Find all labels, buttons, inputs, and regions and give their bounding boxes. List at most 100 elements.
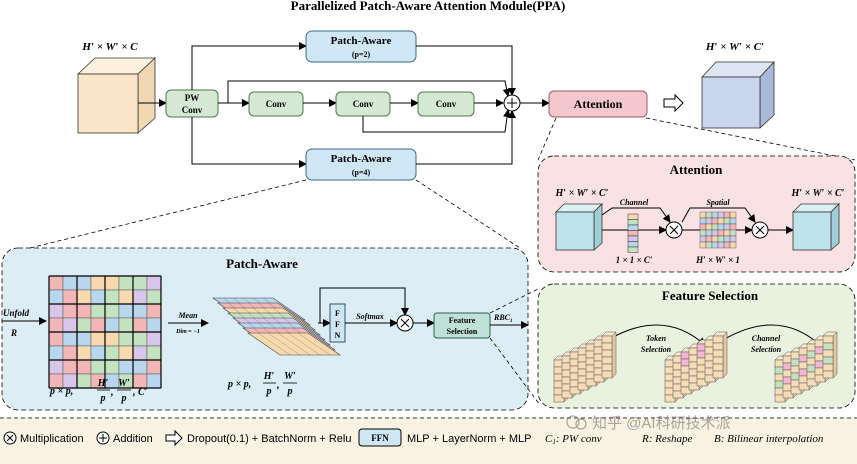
fs-bar-cell bbox=[601, 342, 613, 351]
conv-block-2: Conv bbox=[335, 91, 391, 117]
legend-ffn-label: FFN bbox=[371, 433, 389, 443]
watermark: 知乎 @AI科研技术派 bbox=[566, 415, 731, 432]
spatial-grid-cell bbox=[699, 223, 707, 231]
fs-bar-cell bbox=[712, 363, 724, 372]
legend-ffn-box bbox=[358, 428, 402, 447]
patch-cell bbox=[62, 303, 78, 319]
patch-cell bbox=[146, 331, 162, 347]
fs-bar-cell bbox=[664, 394, 676, 403]
spatial-grid-cell bbox=[699, 235, 707, 243]
grid-dims-c: , C′ bbox=[132, 387, 148, 398]
patch-grid bbox=[48, 275, 162, 389]
patch-cell bbox=[48, 345, 64, 361]
conv-2-label: Conv bbox=[353, 99, 374, 109]
spatial-grid-cell bbox=[699, 211, 707, 219]
fs-bar-cell bbox=[577, 382, 589, 391]
channel-vector-cell bbox=[627, 219, 639, 226]
channel-vector-cell bbox=[627, 235, 639, 242]
patch-cell bbox=[118, 289, 134, 305]
spatial-grid-cell bbox=[705, 241, 713, 249]
patch-cell bbox=[90, 345, 106, 361]
fs-bar-cell bbox=[822, 349, 834, 358]
spatial-grid-cell bbox=[717, 241, 725, 249]
spatial-grid-cell bbox=[705, 217, 713, 225]
spatial-grid-cell bbox=[699, 229, 707, 237]
channel-vector-cell bbox=[627, 241, 639, 248]
patch-cell bbox=[146, 345, 162, 361]
patch-cell bbox=[118, 331, 134, 347]
patch-cell bbox=[104, 303, 120, 319]
spatial-grid bbox=[699, 211, 737, 249]
fs-bar-cell bbox=[822, 342, 834, 351]
spatial-grid-cell bbox=[711, 229, 719, 237]
patch-cell bbox=[76, 345, 92, 361]
spatial-grid-cell bbox=[711, 217, 719, 225]
spatial-grid-cell bbox=[723, 223, 731, 231]
conv-block-3: Conv bbox=[417, 91, 475, 117]
fs-bar-cell bbox=[601, 356, 613, 365]
conv-block-1: Conv bbox=[248, 91, 304, 117]
patch-cell bbox=[104, 331, 120, 347]
mean-sub-label: Dim = −1 bbox=[175, 329, 200, 335]
pa-p4-param: (p=4) bbox=[352, 168, 371, 177]
patch-cell bbox=[76, 373, 92, 389]
patch-cell bbox=[132, 317, 148, 333]
callout-fs-top bbox=[489, 287, 541, 314]
fs-bar-cell bbox=[814, 374, 826, 383]
fs-bar-cell bbox=[806, 378, 818, 387]
patch-cell bbox=[90, 317, 106, 333]
patch-cell bbox=[48, 275, 64, 291]
spatial-grid-cell bbox=[717, 223, 725, 231]
fs-bar-cell bbox=[782, 390, 794, 399]
fs-bar-cell bbox=[712, 335, 724, 344]
callout-pa-left bbox=[29, 179, 307, 249]
patch-cell bbox=[48, 317, 64, 333]
fs-bar-cell bbox=[593, 374, 605, 383]
addition-node bbox=[503, 94, 521, 112]
arrow-pa4-add bbox=[416, 110, 516, 165]
legend-ffn-desc: MLP + LayerNorm + MLP bbox=[407, 433, 532, 445]
spatial-dims: H′ × W′ × 1 bbox=[695, 255, 740, 265]
patch-cell bbox=[118, 345, 134, 361]
channel-sel-label-2: Selection bbox=[751, 345, 782, 354]
spatial-grid-cell bbox=[729, 235, 737, 243]
patch-cell bbox=[76, 331, 92, 347]
patch-cell bbox=[132, 359, 148, 375]
pw-conv-label-2: Conv bbox=[182, 105, 203, 115]
patch-cell bbox=[48, 289, 64, 305]
fs-bar-cell bbox=[601, 349, 613, 358]
grid-dims: p × p, H′ p , W′ p , C′ bbox=[49, 378, 148, 404]
fs-bar-cell bbox=[672, 390, 684, 399]
patch-cell bbox=[48, 331, 64, 347]
patch-cell bbox=[76, 359, 92, 375]
spatial-grid-cell bbox=[723, 211, 731, 219]
grid-dims-pp: p × p, bbox=[49, 386, 73, 397]
pa-p4-label: Patch-Aware bbox=[331, 153, 392, 165]
patch-cell bbox=[146, 303, 162, 319]
fs-bar-cell bbox=[688, 382, 700, 391]
spatial-grid-cell bbox=[717, 217, 725, 225]
stack-sheet-line bbox=[277, 332, 311, 356]
channel-dims: 1 × 1 × C′ bbox=[616, 255, 653, 265]
attention-block: Attention bbox=[548, 90, 648, 118]
fs-bar-cell bbox=[712, 370, 724, 379]
fs-bar-cell bbox=[601, 370, 613, 379]
patch-cell bbox=[62, 345, 78, 361]
ffn-letter-1: F bbox=[335, 309, 340, 318]
channel-label: Channel bbox=[620, 198, 649, 207]
patch-cell bbox=[62, 289, 78, 305]
output-dims: H′ × W′ × C′ bbox=[705, 41, 764, 53]
legend-mult-icon bbox=[3, 431, 17, 445]
patch-cell bbox=[62, 275, 78, 291]
fs-label-2: Selection bbox=[447, 327, 478, 336]
fs-bar-cell bbox=[798, 382, 810, 391]
patch-aware-p4-block: Patch-Aware (p=4) bbox=[305, 148, 417, 181]
patch-cell bbox=[132, 275, 148, 291]
fs-bar-cell bbox=[822, 335, 834, 344]
fs-bar-cell bbox=[601, 335, 613, 344]
mult-node-att-1 bbox=[665, 221, 683, 239]
spatial-grid-cell bbox=[729, 223, 737, 231]
arrow-residual-add bbox=[227, 80, 511, 103]
fs-bar-cell bbox=[585, 378, 597, 387]
patch-cell bbox=[90, 359, 106, 375]
